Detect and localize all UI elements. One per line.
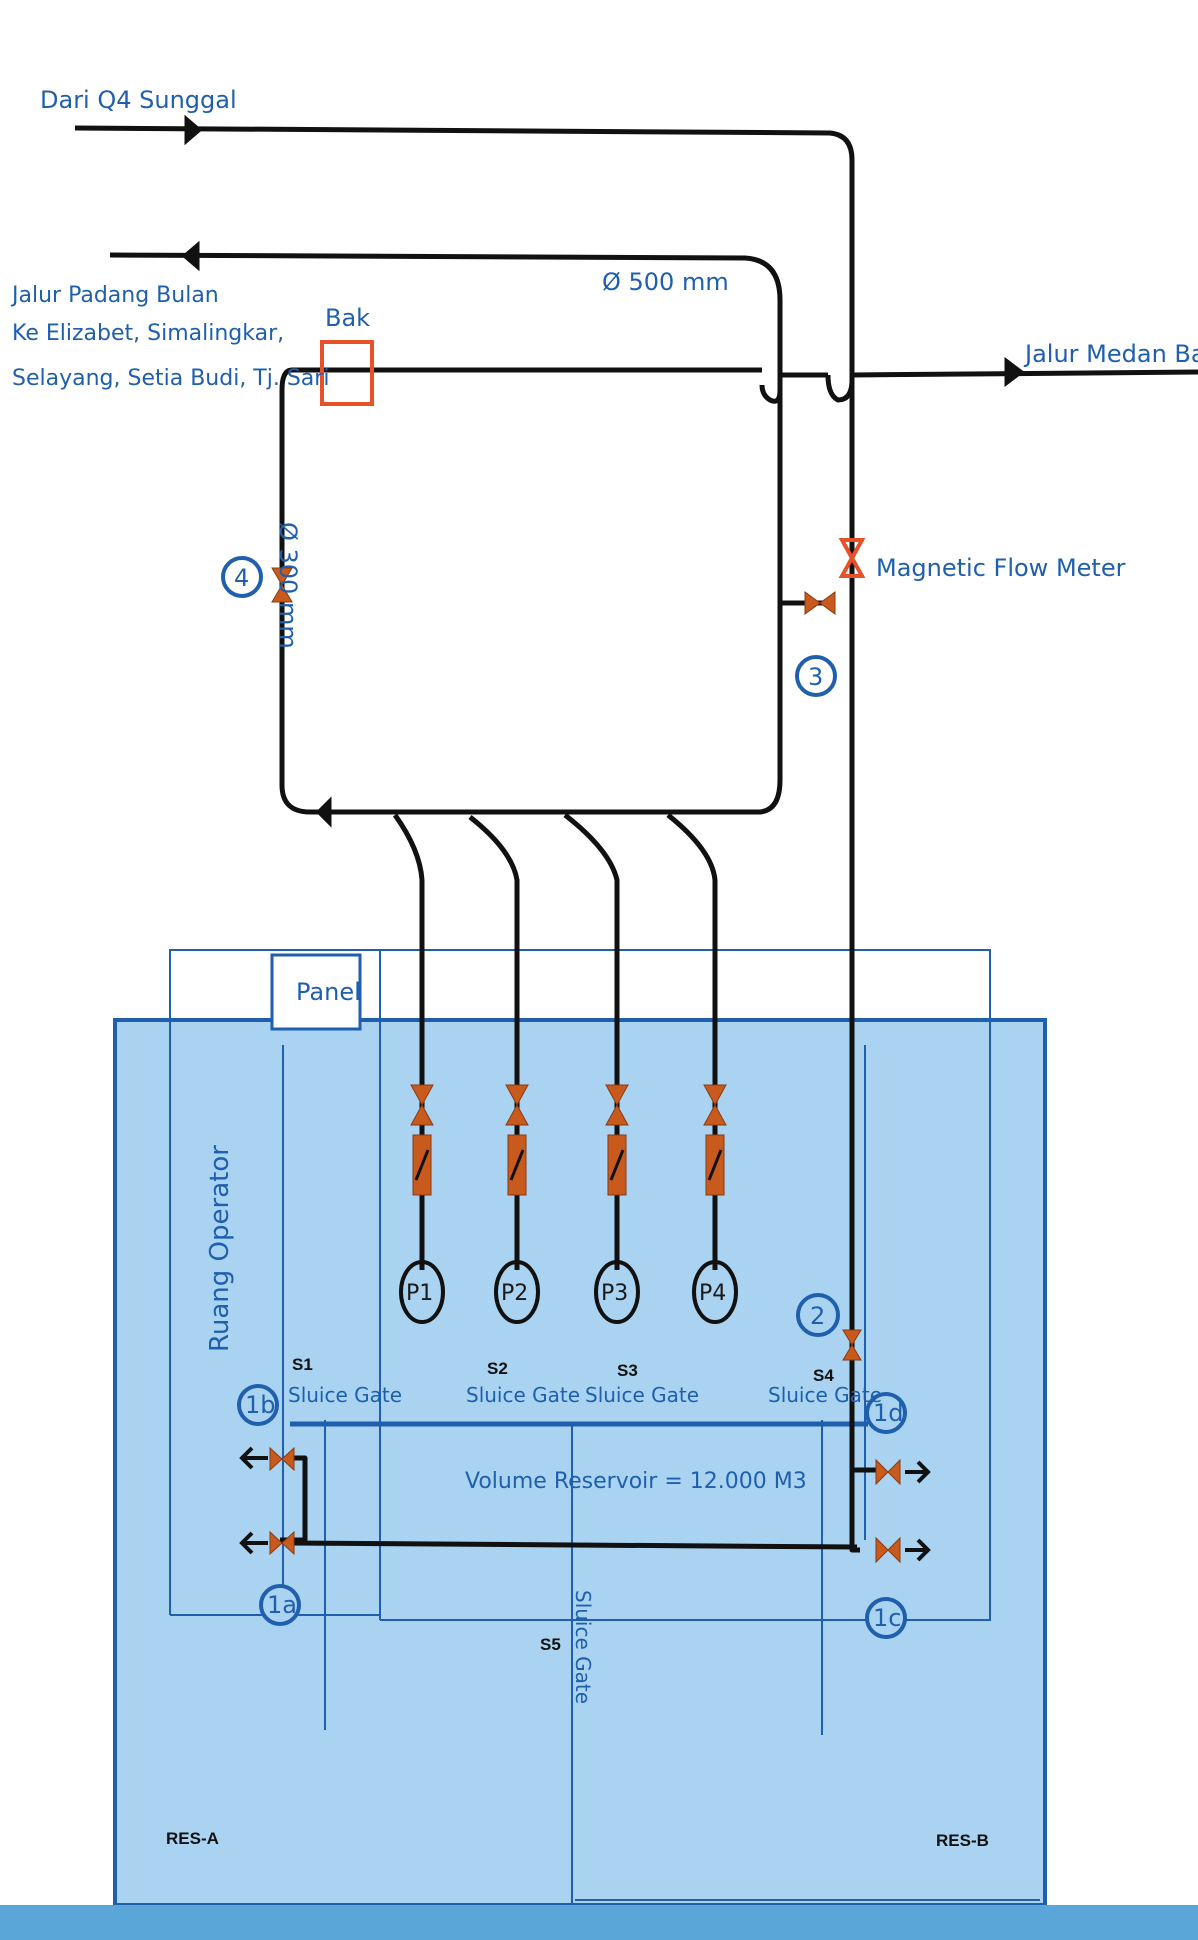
gate-s2-id: S2 bbox=[487, 1359, 508, 1378]
valve-1c-icon bbox=[875, 1536, 889, 1564]
valve-1a-number: 1a bbox=[267, 1591, 297, 1619]
valve-2-icon bbox=[842, 1329, 862, 1346]
pump-valves bbox=[410, 1084, 727, 1196]
pump-2-valve-icon bbox=[505, 1084, 529, 1196]
valve-3-icon bbox=[804, 591, 821, 615]
valve-4-marker bbox=[221, 556, 263, 598]
panel-label: Panel bbox=[296, 978, 361, 1006]
diameter-300-label: Ø 300 mm bbox=[274, 522, 302, 649]
valve-1b-number: 1b bbox=[245, 1391, 276, 1419]
pump-1-valve-icon bbox=[410, 1084, 434, 1196]
sluice-gate-2-label: Sluice Gate bbox=[466, 1383, 580, 1407]
flow-arrows bbox=[181, 114, 1025, 828]
valve-1d-number: 1d bbox=[873, 1399, 904, 1427]
jalur-padang-line-3: Selayang, Setia Budi, Tj. Sari bbox=[12, 366, 329, 391]
diameter-500-label: Ø 500 mm bbox=[602, 268, 729, 296]
gate-s3-id: S3 bbox=[617, 1361, 638, 1380]
gate-s4-id: S4 bbox=[813, 1366, 834, 1385]
reservoir-area bbox=[113, 1018, 1047, 1907]
jalur-medan-label: Jalur Medan Baru bbox=[1023, 340, 1198, 368]
valve-2-number: 2 bbox=[810, 1302, 825, 1330]
source-label: Dari Q4 Sunggal bbox=[40, 86, 237, 114]
gate-s5-id: S5 bbox=[540, 1635, 561, 1654]
valve-3-marker bbox=[795, 655, 837, 697]
sluice-gate-1-label: Sluice Gate bbox=[288, 1383, 402, 1407]
valve-1b-icon bbox=[269, 1446, 283, 1472]
valve-1d-marker bbox=[865, 1392, 907, 1434]
valve-1c-number: 1c bbox=[873, 1604, 901, 1632]
jalur-padang-line-1: Jalur Padang Bulan bbox=[10, 283, 219, 308]
jalur-padang-line-2: Ke Elizabet, Simalingkar, bbox=[12, 321, 284, 346]
pump-1-label: P1 bbox=[406, 1281, 433, 1306]
valve-2-marker bbox=[796, 1293, 840, 1337]
ruang-operator-label: Ruang Operator bbox=[205, 1145, 235, 1352]
valve-1c-marker bbox=[865, 1597, 907, 1639]
valve-1b-marker bbox=[237, 1384, 279, 1426]
gate-s1-id: S1 bbox=[292, 1355, 313, 1374]
reservoir-b-label: RES-B bbox=[936, 1831, 989, 1850]
valve-1d-icon bbox=[875, 1458, 889, 1486]
pump-3-valve-icon bbox=[605, 1084, 629, 1196]
valve-1a-marker bbox=[259, 1584, 301, 1626]
reservoir-bottom-band bbox=[0, 1905, 1198, 1940]
volume-reservoir-label: Volume Reservoir = 12.000 M3 bbox=[465, 1469, 807, 1494]
pump-1-icon bbox=[399, 1260, 445, 1324]
valves bbox=[269, 538, 901, 1564]
pump-2-icon bbox=[494, 1260, 540, 1324]
pumps bbox=[399, 1260, 738, 1324]
sluice-gate-3-label: Sluice Gate bbox=[585, 1383, 699, 1407]
valve-4-icon bbox=[271, 567, 293, 586]
magnetic-flow-meter-icon bbox=[838, 538, 866, 563]
pump-2-label: P2 bbox=[501, 1281, 528, 1306]
magnetic-flow-meter-label: Magnetic Flow Meter bbox=[876, 554, 1126, 582]
pump-4-icon bbox=[692, 1260, 738, 1324]
sluice-gate-5-label: Sluice Gate bbox=[571, 1590, 595, 1704]
pump-4-label: P4 bbox=[699, 1281, 726, 1306]
valve-3-number: 3 bbox=[808, 663, 823, 691]
bak-label: Bak bbox=[325, 304, 370, 332]
pump-3-label: P3 bbox=[601, 1281, 628, 1306]
valve-4-number: 4 bbox=[234, 564, 249, 592]
pump-3-icon bbox=[594, 1260, 640, 1324]
valve-1a-icon bbox=[269, 1530, 283, 1556]
valve-number-circles bbox=[221, 556, 907, 1639]
sluice-gate-4-label: Sluice Gate bbox=[768, 1383, 882, 1407]
building-outline bbox=[169, 949, 1040, 1905]
reservoir-a-label: RES-A bbox=[166, 1829, 219, 1848]
bak-box bbox=[320, 340, 374, 406]
outlet-arrows bbox=[239, 1446, 931, 1562]
pump-4-valve-icon bbox=[703, 1084, 727, 1196]
panel-box bbox=[270, 953, 362, 1031]
